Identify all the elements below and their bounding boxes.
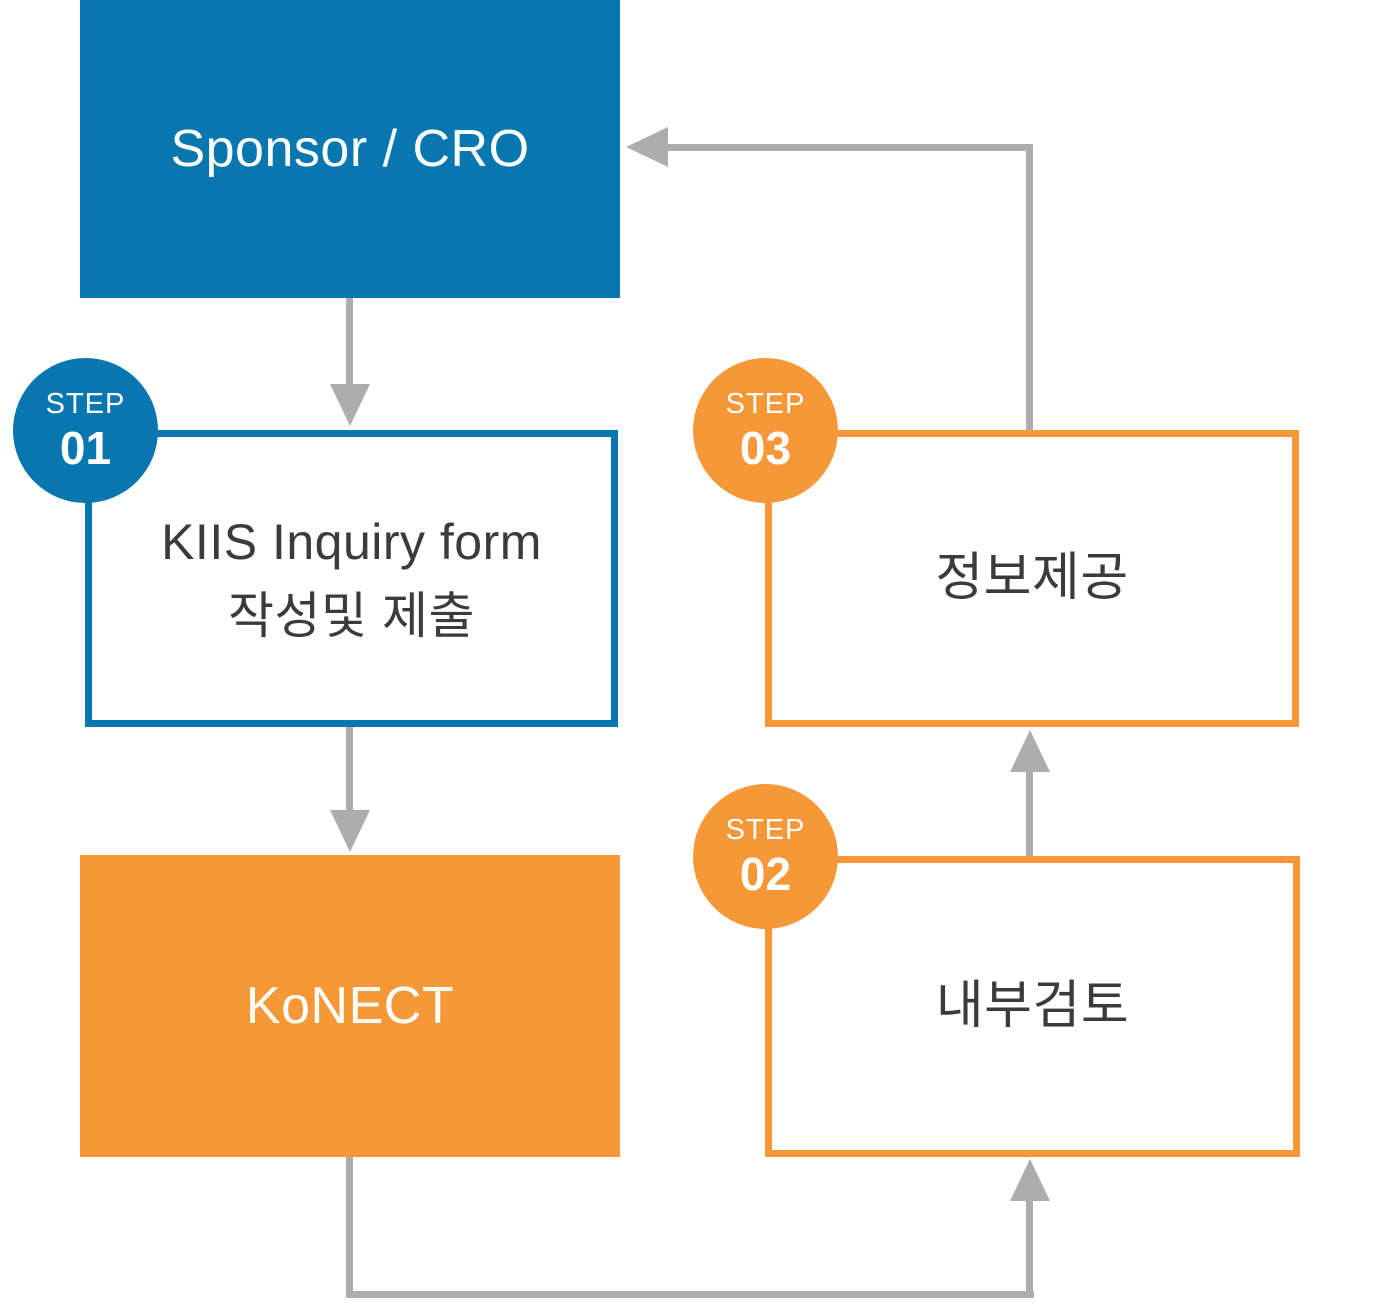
sponsor-cro-node: Sponsor / CRO	[80, 0, 620, 298]
step1-label: KIIS Inquiry form 작성및 제출	[161, 505, 542, 653]
arrowhead-down-icon	[330, 384, 370, 426]
konect-node: KoNECT	[80, 855, 620, 1157]
arrow-step3-to-sponsor-line-horizontal	[664, 144, 1033, 151]
step2-badge-word: STEP	[725, 814, 806, 846]
step1-badge-number: 01	[59, 422, 112, 474]
step3-badge: STEP 03	[693, 358, 838, 503]
arrowhead-left-icon	[626, 127, 668, 167]
step3-badge-word: STEP	[725, 388, 806, 420]
step1-node: KIIS Inquiry form 작성및 제출	[85, 430, 618, 727]
arrow-sponsor-to-step1-line	[346, 298, 353, 388]
step3-node: 정보제공	[765, 430, 1299, 727]
step2-badge: STEP 02	[693, 784, 838, 929]
arrowhead-up-icon	[1010, 1159, 1050, 1201]
step1-badge-word: STEP	[45, 388, 126, 420]
step1-badge: STEP 01	[13, 358, 158, 503]
step1-label-line1: KIIS Inquiry form	[161, 513, 542, 570]
arrow-konect-to-step2-line-vertical-right	[1026, 1198, 1033, 1298]
arrowhead-up-icon	[1010, 730, 1050, 772]
step1-label-line2: 작성및 제출	[228, 587, 475, 644]
step3-label: 정보제공	[935, 549, 1129, 608]
arrow-step1-to-konect-line	[346, 727, 353, 813]
sponsor-cro-label: Sponsor / CRO	[170, 119, 530, 178]
arrow-konect-to-step2-line-vertical-left	[346, 1157, 353, 1298]
arrow-konect-to-step2-line-horizontal	[346, 1291, 1034, 1298]
step3-badge-number: 03	[739, 422, 792, 474]
arrow-step3-to-sponsor-line-vertical	[1026, 144, 1033, 430]
arrow-step2-to-step3-line	[1026, 770, 1033, 856]
step2-badge-number: 02	[739, 848, 792, 900]
arrowhead-down-icon	[330, 810, 370, 852]
step2-label: 내부검토	[935, 977, 1130, 1036]
step2-node: 내부검토	[765, 856, 1300, 1157]
konect-label: KoNECT	[245, 976, 455, 1035]
